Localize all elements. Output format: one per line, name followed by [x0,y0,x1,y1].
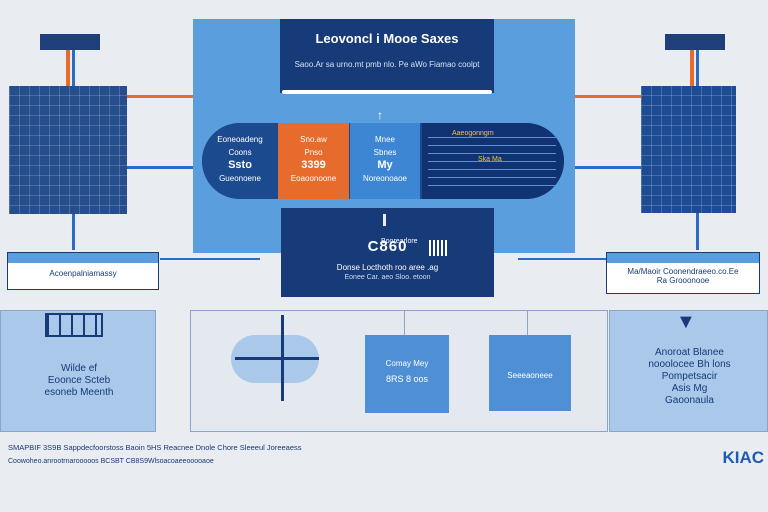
seg3-line2: Sbnes [373,148,397,157]
barcode-label: Boorearlore [381,238,418,245]
right-label-line1: Ma/Maoir Coonendraeeo.co.Ee [627,267,739,276]
left-label-box: Acoenpalniamassy [7,252,159,290]
title-underline [282,90,492,94]
inverter-line1: Donse Locthoth roo aree .ag [336,263,439,272]
wire-right-mid [575,166,641,169]
right-text-3: Pompetsacir [661,371,718,382]
arrow-up-icon: ↑ [377,108,383,122]
pill-segment-2: Sno.aw Pnso 3399 Eoaoonoone [278,123,349,199]
right-text-2: nooolocee Bh lons [648,359,731,370]
footer-line-2: Coowoheo.anrootrnarooooos BCSBT CB8S9Wls… [8,458,214,465]
right-orange-post [690,50,694,90]
right-label-line2: Ra Grooonooe [656,276,710,285]
left-text-1: Wilde ef [60,363,98,374]
right-solar-panel [641,86,736,213]
right-text-4: Asis Mg [671,383,708,394]
left-orange-post [66,50,70,90]
seg3-line1: Mnee [374,135,395,144]
diagram-subtitle: Saoo.Ar sa urno.mt pmb nlo. Pe aWo Fiama… [294,60,480,69]
seg1-line3: Ssto [228,159,252,171]
mid-divider-1 [404,311,405,335]
wire-left-top [127,95,193,98]
barcode-icon [429,240,447,256]
wire-left-low [160,258,260,260]
left-solar-panel [9,86,127,214]
seg3-line4: Noreonoaoe [362,174,408,183]
left-text-2: Eoonce Scteb [47,375,111,386]
seg2-line2: Pnso [304,148,323,157]
right-text-1: Anoroat Blanee [655,347,724,358]
left-text-3: esoneb Meenth [44,387,114,398]
left-mount [40,34,100,50]
brand-logo: KIAC [722,448,764,467]
info-box-1-line2: 8RS 8 oos [385,374,429,384]
inverter-box: C860 Boorearlore Donse Locthoth roo aree… [281,208,494,297]
bottom-cell-right: ▼ Anoroat Blanee nooolocee Bh lons Pompe… [609,310,768,432]
inverter-value: C860 [367,238,408,255]
pill-segment-3: Mnee Sbnes My Noreonoaoe [350,123,420,199]
footer-line-1: SMAPBIF 3S9B Sappdecfoorstoss Baoin 5HS … [8,443,302,452]
wire-right-low [518,258,608,260]
seg2-line3: 3399 [301,159,326,171]
left-small-panel-icon [45,313,103,337]
info-box-2: Seeeaoneee [489,335,571,411]
info-box-1: Comay Mey 8RS 8 oos [365,335,449,413]
pill-segment-1: Eoneoadeng Coons Ssto Gueonoene [202,123,278,199]
seg3-line3: My [377,159,393,171]
seg1-line4: Gueonoene [219,174,261,183]
info-box-1-line1: Comay Mey [385,359,429,368]
seg1-line1: Eoneoadeng [217,135,263,144]
pylon-icon: ▼ [676,311,696,333]
pill-segment-4: Aaeogonngm Ska Ma [422,123,564,199]
seg4-line2: Ska Ma [478,156,502,163]
left-label-text: Acoenpalniamassy [49,269,117,278]
wire-left-mid [127,166,193,169]
bottom-cell-left: Wilde ef Eoonce Scteb esoneb Meenth [0,310,156,432]
info-box-2-text: Seeeaoneee [507,371,553,380]
cross-horizontal-line [235,357,319,360]
inverter-line2: Eonee Car. aeo Sloo. etoon [344,274,431,281]
seg2-line4: Eoaoonoone [290,174,337,183]
right-mount [665,34,725,50]
bottom-cell-mid: Comay Mey 8RS 8 oos Seeeaoneee [190,310,608,432]
connector-dot [383,214,386,226]
process-pill: Eoneoadeng Coons Ssto Gueonoene Sno.aw P… [202,123,564,199]
seg1-line2: Coons [228,148,252,157]
seg2-line1: Sno.aw [300,135,327,144]
title-box: Leovoncl i Mooe Saxes Saoo.Ar sa urno.mt… [280,19,494,93]
seg4-line1: Aaeogonngm [452,130,494,137]
bottom-row: Wilde ef Eoonce Scteb esoneb Meenth Coma… [0,310,768,432]
diagram-title: Leovoncl i Mooe Saxes [315,31,459,46]
wire-right-top [575,95,641,98]
right-text-5: Gaoonaula [665,395,714,406]
right-label-box: Ma/Maoir Coonendraeeo.co.Ee Ra Grooonooe [606,252,760,294]
mid-divider-2 [527,311,528,335]
